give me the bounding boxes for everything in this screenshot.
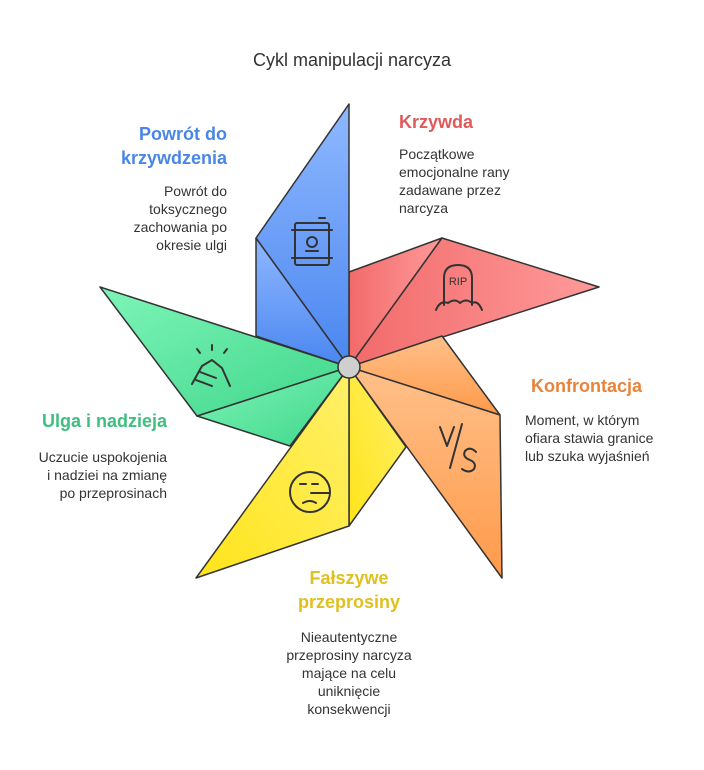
stage-heading-konfrontacja: Konfrontacja	[531, 376, 643, 396]
stage-description-krzywda: Początkowe emocjonalne rany zadawane prz…	[399, 146, 510, 216]
stage-heading-krzywda: Krzywda	[399, 112, 474, 132]
tombstone-rip-icon	[435, 264, 483, 311]
stage-description-ulga-i-nadzieja: Uczucie uspokojenia i nadziei na zmianę …	[38, 449, 167, 501]
stage-description-falszywe-przeprosiny: Nieautentyczne przeprosiny narcyza mając…	[286, 629, 412, 717]
stage-falszywe-przeprosiny-blade	[195, 366, 407, 579]
versus-icon	[439, 423, 477, 473]
stage-heading-falszywe-przeprosiny: Fałszywe przeprosiny	[297, 568, 401, 612]
tombstone-rip-label: RIP	[448, 276, 468, 288]
handshake-icon	[191, 344, 231, 387]
diagram-title: Cykl manipulacji narcyza	[252, 50, 452, 70]
lying-face-icon	[289, 471, 331, 513]
center-hub	[337, 355, 361, 379]
stage-description-powrot-do-krzywdzenia: Powrót do toksycznego zachowania po okre…	[133, 183, 227, 253]
stage-powrot-do-krzywdzenia-blade	[255, 103, 350, 368]
stage-description-konfrontacja: Moment, w którym ofiara stawia granice l…	[525, 412, 654, 464]
stage-heading-powrot-do-krzywdzenia: Powrót do krzywdzenia	[120, 124, 227, 168]
stage-heading-ulga-i-nadzieja: Ulga i nadzieja	[41, 411, 167, 431]
toxic-barrel-icon	[291, 217, 333, 266]
